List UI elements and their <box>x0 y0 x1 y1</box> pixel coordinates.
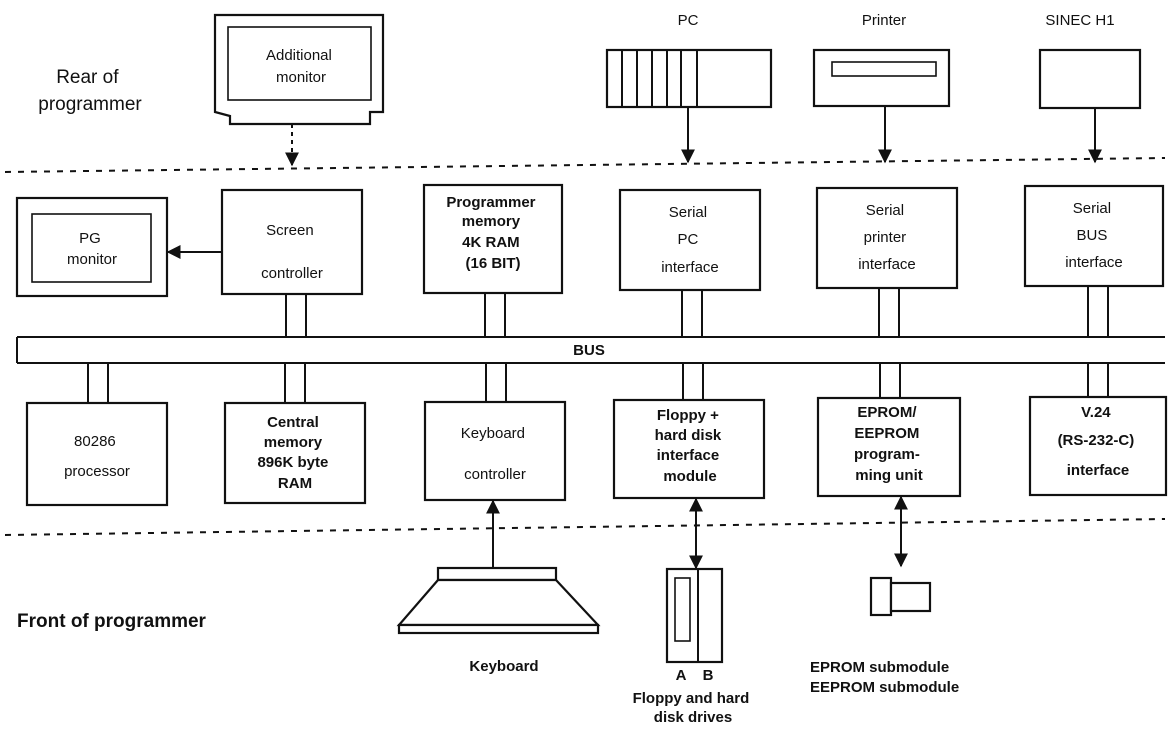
system-bus <box>16 286 1165 403</box>
svg-text:Serial PC interfac: Serial PC interface <box>661 204 719 276</box>
front-of-programmer-label: Front of programmer <box>17 611 207 632</box>
submodules-label: EPROM submodule EEPROM submodule <box>810 659 959 696</box>
bus-label: BUS <box>573 342 605 359</box>
rear-of-programmer-label: Rear of programmer <box>38 67 142 115</box>
programmer-memory-box: Programmer memory 4K RAM (16 BIT) <box>422 183 564 295</box>
svg-text:Screen controller: Screen controller <box>261 222 323 282</box>
svg-text:Additional monitor: Additional monitor <box>266 47 336 86</box>
svg-text:Central memory 896: Central memory 896K byte RAM <box>257 414 332 492</box>
sinec-h1-device <box>1038 48 1142 110</box>
rear-separator-line <box>4 157 1166 173</box>
printer-label: Printer <box>862 12 906 29</box>
svg-text:V.24 (RS-232-C) in: V.24 (RS-232-C) interface <box>1058 404 1139 479</box>
drive-a-label: A <box>676 667 687 684</box>
svg-text:Keyboard controller: Keyboard controller <box>461 425 529 483</box>
serial-printer-interface-box: Serial printer interface <box>815 186 959 290</box>
svg-text:80286 processor: 80286 processor <box>64 433 130 480</box>
v24-interface-box: V.24 (RS-232-C) interface <box>1028 395 1168 497</box>
central-memory-box: Central memory 896K byte RAM <box>223 401 367 505</box>
keyboard-label: Keyboard <box>469 658 538 675</box>
disk-drives-icon <box>665 567 724 664</box>
processor-box: 80286 processor <box>25 401 169 507</box>
svg-text:EPROM/ EEPROM prog: EPROM/ EEPROM program- ming unit <box>854 404 924 484</box>
svg-text:Serial BUS interfa: Serial BUS interface <box>1065 200 1123 271</box>
serial-bus-interface-box: Serial BUS interface <box>1023 184 1165 288</box>
eprom-submodule-icon <box>869 576 932 617</box>
pg-monitor: PG monitor <box>15 196 169 298</box>
additional-monitor: Additional monitor <box>213 13 385 126</box>
printer-device <box>812 48 951 108</box>
disk-drives-label: Floppy and hard disk drives <box>633 690 754 726</box>
eprom-programming-unit-box: EPROM/ EEPROM program- ming unit <box>816 396 962 498</box>
front-separator-line <box>4 518 1166 536</box>
floppy-interface-module-box: Floppy + hard disk interface module <box>612 398 766 500</box>
sinec-h1-label: SINEC H1 <box>1045 12 1114 29</box>
svg-text:Serial printer int: Serial printer interface <box>858 202 916 273</box>
svg-text:Floppy + hard disk: Floppy + hard disk interface module <box>655 407 726 485</box>
svg-text:Programmer memory: Programmer memory 4K RAM (16 BIT) <box>446 194 539 272</box>
svg-text:PG monitor: PG monitor <box>67 230 117 268</box>
drive-b-label: B <box>703 667 714 684</box>
keyboard-controller-box: Keyboard controller <box>423 400 567 502</box>
keyboard-icon <box>396 566 601 635</box>
serial-pc-interface-box: Serial PC interface <box>618 188 762 292</box>
screen-controller-box: Screen controller <box>220 188 364 296</box>
pc-device <box>605 48 773 109</box>
pc-label: PC <box>678 12 699 29</box>
rear-connections <box>285 106 1102 167</box>
